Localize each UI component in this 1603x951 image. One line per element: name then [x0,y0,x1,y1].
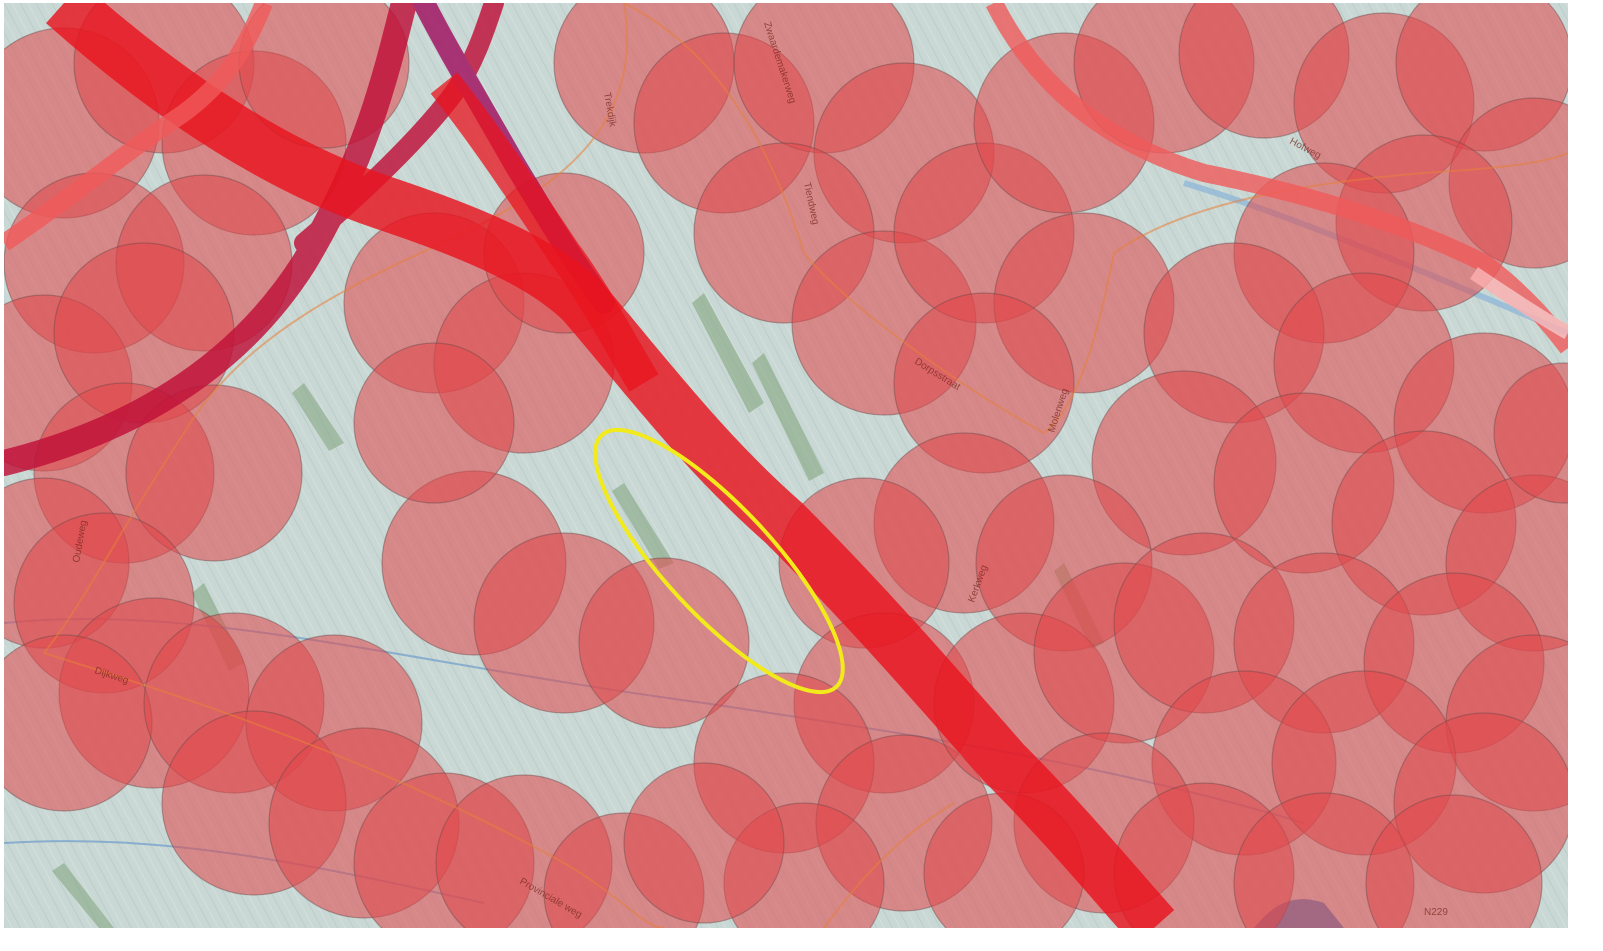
railway-curve-west [4,3,417,476]
secondary-road-northeast-light [1470,267,1568,340]
buffer-circle [623,762,785,924]
buffer-zones [4,3,1568,928]
secondary-road-west [4,3,273,251]
map-canvas[interactable]: Trekdijk Zwaardemakerweg Tiendweg Dorpss… [4,3,1568,928]
secondary-road-northeast [985,3,1568,354]
motorway-branch-north [430,72,659,392]
buffer-circle [1365,794,1543,928]
street-label-10: N229 [1424,907,1448,918]
motorway-a [46,3,1175,928]
map-svg: Trekdijk Zwaardemakerweg Tiendweg Dorpss… [4,3,1568,928]
municipal-boundary [43,3,1568,928]
buffer-circle [353,342,515,504]
secondary-roads [4,3,1568,354]
buffer-circle [578,557,750,729]
highlight-ellipse[interactable] [562,398,876,723]
buffer-circle [125,384,303,562]
buffer-circle [1493,362,1568,504]
